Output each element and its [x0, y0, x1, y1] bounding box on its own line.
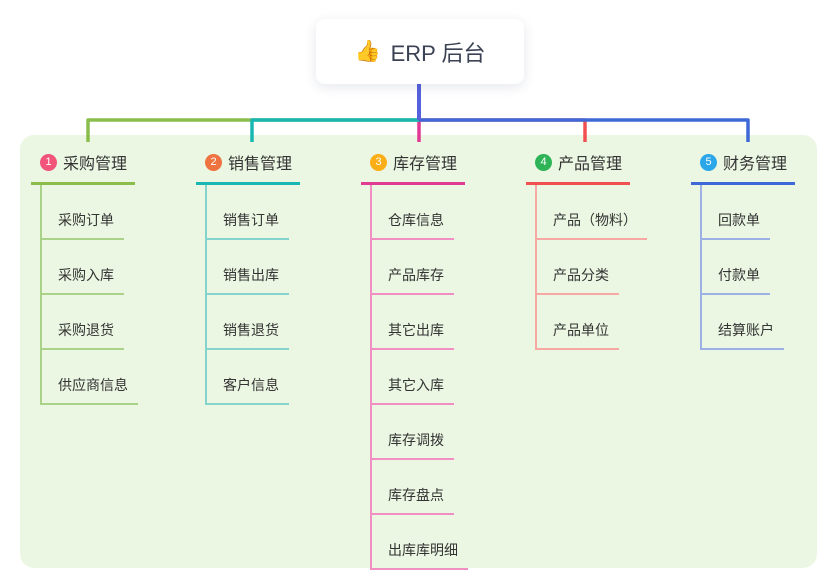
- branch-children: 回款单 付款单 结算账户: [700, 185, 795, 350]
- branch-finance: 5 财务管理 回款单 付款单 结算账户: [691, 150, 795, 350]
- branch-title-label: 财务管理: [723, 156, 788, 173]
- child-node[interactable]: 回款单: [702, 185, 770, 240]
- child-node[interactable]: 采购入库: [42, 240, 124, 295]
- child-node[interactable]: 销售出库: [207, 240, 289, 295]
- branch-sales: 2 销售管理 销售订单 销售出库 销售退货 客户信息: [196, 150, 300, 405]
- child-node[interactable]: 销售退货: [207, 295, 289, 350]
- branch-title-label: 库存管理: [393, 156, 458, 173]
- branch-children: 仓库信息 产品库存 其它出库 其它入库 库存调拨 库存盘点 出库库明细: [370, 185, 468, 570]
- branch-node-product[interactable]: 4 产品管理: [526, 150, 630, 185]
- child-node[interactable]: 产品（物料）: [537, 185, 647, 240]
- branch-purchase: 1 采购管理 采购订单 采购入库 采购退货 供应商信息: [31, 150, 138, 405]
- branch-number-badge: 4: [535, 153, 552, 171]
- branch-node-inventory[interactable]: 3 库存管理: [361, 150, 465, 185]
- child-node[interactable]: 库存盘点: [372, 460, 454, 515]
- root-node[interactable]: 👍 ERP 后台: [316, 19, 524, 84]
- thumbs-up-icon: 👍: [354, 40, 381, 63]
- branch-number-badge: 1: [40, 153, 57, 171]
- child-node[interactable]: 仓库信息: [372, 185, 454, 240]
- child-node[interactable]: 供应商信息: [42, 350, 138, 405]
- child-node[interactable]: 产品库存: [372, 240, 454, 295]
- child-node[interactable]: 其它入库: [372, 350, 454, 405]
- child-node[interactable]: 销售订单: [207, 185, 289, 240]
- child-node[interactable]: 产品分类: [537, 240, 619, 295]
- branch-node-sales[interactable]: 2 销售管理: [196, 150, 300, 185]
- branch-title-label: 产品管理: [558, 156, 623, 173]
- branch-node-purchase[interactable]: 1 采购管理: [31, 150, 135, 185]
- branch-product: 4 产品管理 产品（物料） 产品分类 产品单位: [526, 150, 647, 350]
- child-node[interactable]: 付款单: [702, 240, 770, 295]
- child-node[interactable]: 产品单位: [537, 295, 619, 350]
- branch-children: 采购订单 采购入库 采购退货 供应商信息: [40, 185, 138, 405]
- branch-inventory: 3 库存管理 仓库信息 产品库存 其它出库 其它入库 库存调拨 库存盘点 出库库…: [361, 150, 468, 570]
- child-node[interactable]: 采购退货: [42, 295, 124, 350]
- mindmap-background-panel: [20, 135, 817, 568]
- child-node[interactable]: 客户信息: [207, 350, 289, 405]
- branch-number-badge: 3: [370, 153, 387, 171]
- branch-children: 销售订单 销售出库 销售退货 客户信息: [205, 185, 300, 405]
- root-title: ERP 后台: [390, 40, 486, 66]
- branch-number-badge: 2: [205, 153, 222, 171]
- branch-node-finance[interactable]: 5 财务管理: [691, 150, 795, 185]
- branch-children: 产品（物料） 产品分类 产品单位: [535, 185, 647, 350]
- child-node[interactable]: 库存调拨: [372, 405, 454, 460]
- child-node[interactable]: 其它出库: [372, 295, 454, 350]
- branch-number-badge: 5: [700, 153, 717, 171]
- child-node[interactable]: 结算账户: [702, 295, 784, 350]
- child-node[interactable]: 出库库明细: [372, 515, 468, 570]
- branch-title-label: 采购管理: [63, 156, 128, 173]
- branch-title-label: 销售管理: [228, 156, 293, 173]
- child-node[interactable]: 采购订单: [42, 185, 124, 240]
